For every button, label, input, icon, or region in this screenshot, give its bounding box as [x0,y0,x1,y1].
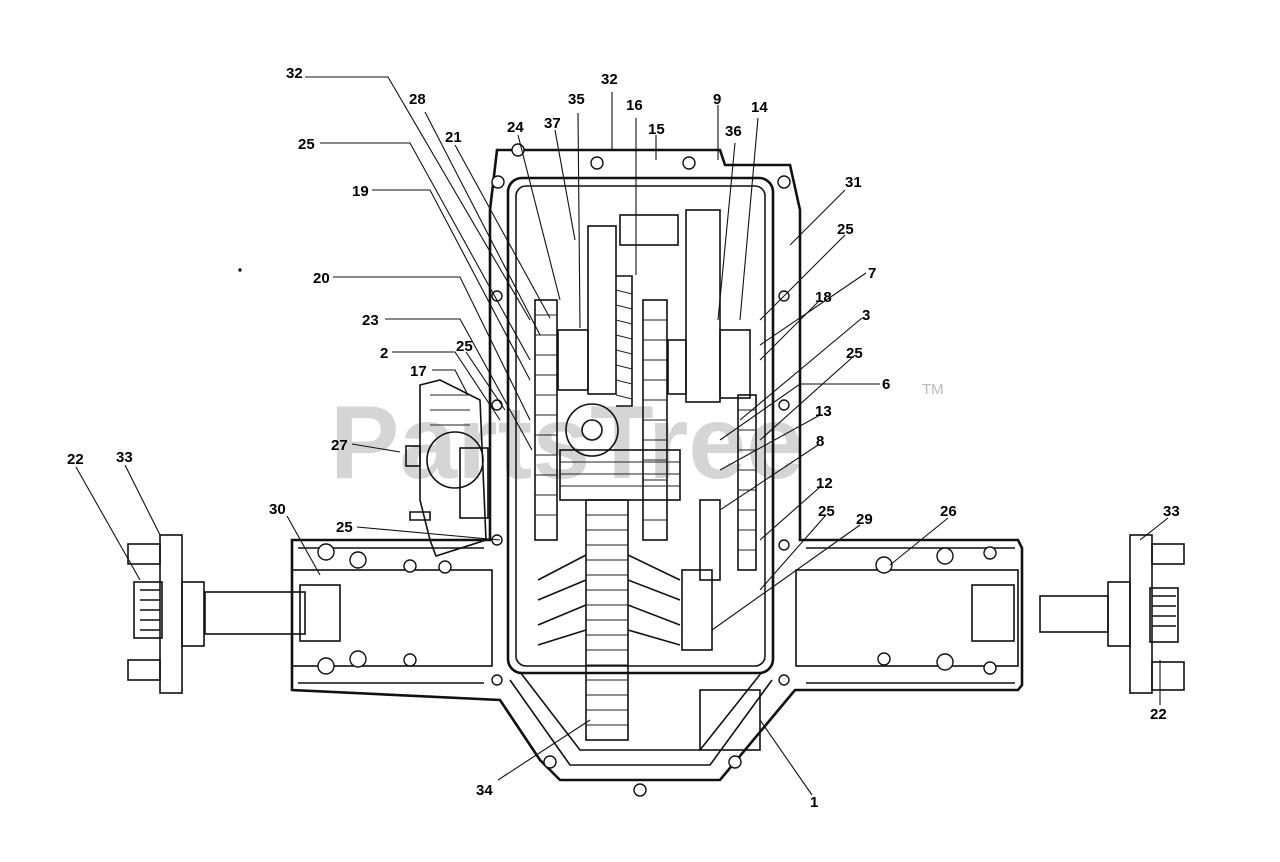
callout-7: 7 [868,265,876,282]
right-hub [1107,534,1185,694]
gear-train [534,209,757,571]
callout-34: 34 [476,782,493,799]
callout-37: 37 [544,115,561,132]
callout-27: 27 [331,437,348,454]
callout-12: 12 [816,475,833,492]
axle-shafts [204,584,1109,642]
callout-3: 3 [862,307,870,324]
callout-31: 31 [845,174,862,191]
callout-13: 13 [815,403,832,420]
callout-32: 32 [601,71,618,88]
callout-21: 21 [445,129,462,146]
callout-25: 25 [298,136,315,153]
callout-36: 36 [725,123,742,140]
left-hub [127,534,205,694]
callout-1: 1 [810,794,818,811]
callout-33: 33 [1163,503,1180,520]
callout-24: 24 [507,119,524,136]
callout-17: 17 [410,363,427,380]
callout-2: 2 [380,345,388,362]
differential [537,499,761,751]
watermark-text: PartsTree [330,385,804,501]
callout-8: 8 [816,433,824,450]
callout-25: 25 [846,345,863,362]
callout-25: 25 [456,338,473,355]
callout-20: 20 [313,270,330,287]
callout-22: 22 [67,451,84,468]
callout-26: 26 [940,503,957,520]
leader-lines [75,76,1169,796]
callout-30: 30 [269,501,286,518]
callout-16: 16 [626,97,643,114]
callout-28: 28 [409,91,426,108]
callout-15: 15 [648,121,665,138]
watermark-tm: TM [922,381,944,398]
callout-9: 9 [713,91,721,108]
callout-25: 25 [837,221,854,238]
callout-labels: 32 32 35 16 9 14 28 24 37 15 36 25 21 31… [67,65,1180,811]
gear-case [506,176,775,766]
callout-23: 23 [362,312,379,329]
callout-14: 14 [751,99,768,116]
callout-19: 19 [352,183,369,200]
callout-25: 25 [818,503,835,520]
callout-18: 18 [815,289,832,306]
callout-29: 29 [856,511,873,528]
callout-6: 6 [882,376,890,393]
callout-32: 32 [286,65,303,82]
callout-25: 25 [336,519,353,536]
brake-assembly [405,379,489,557]
callout-22: 22 [1150,706,1167,723]
callout-35: 35 [568,91,585,108]
callout-33: 33 [116,449,133,466]
